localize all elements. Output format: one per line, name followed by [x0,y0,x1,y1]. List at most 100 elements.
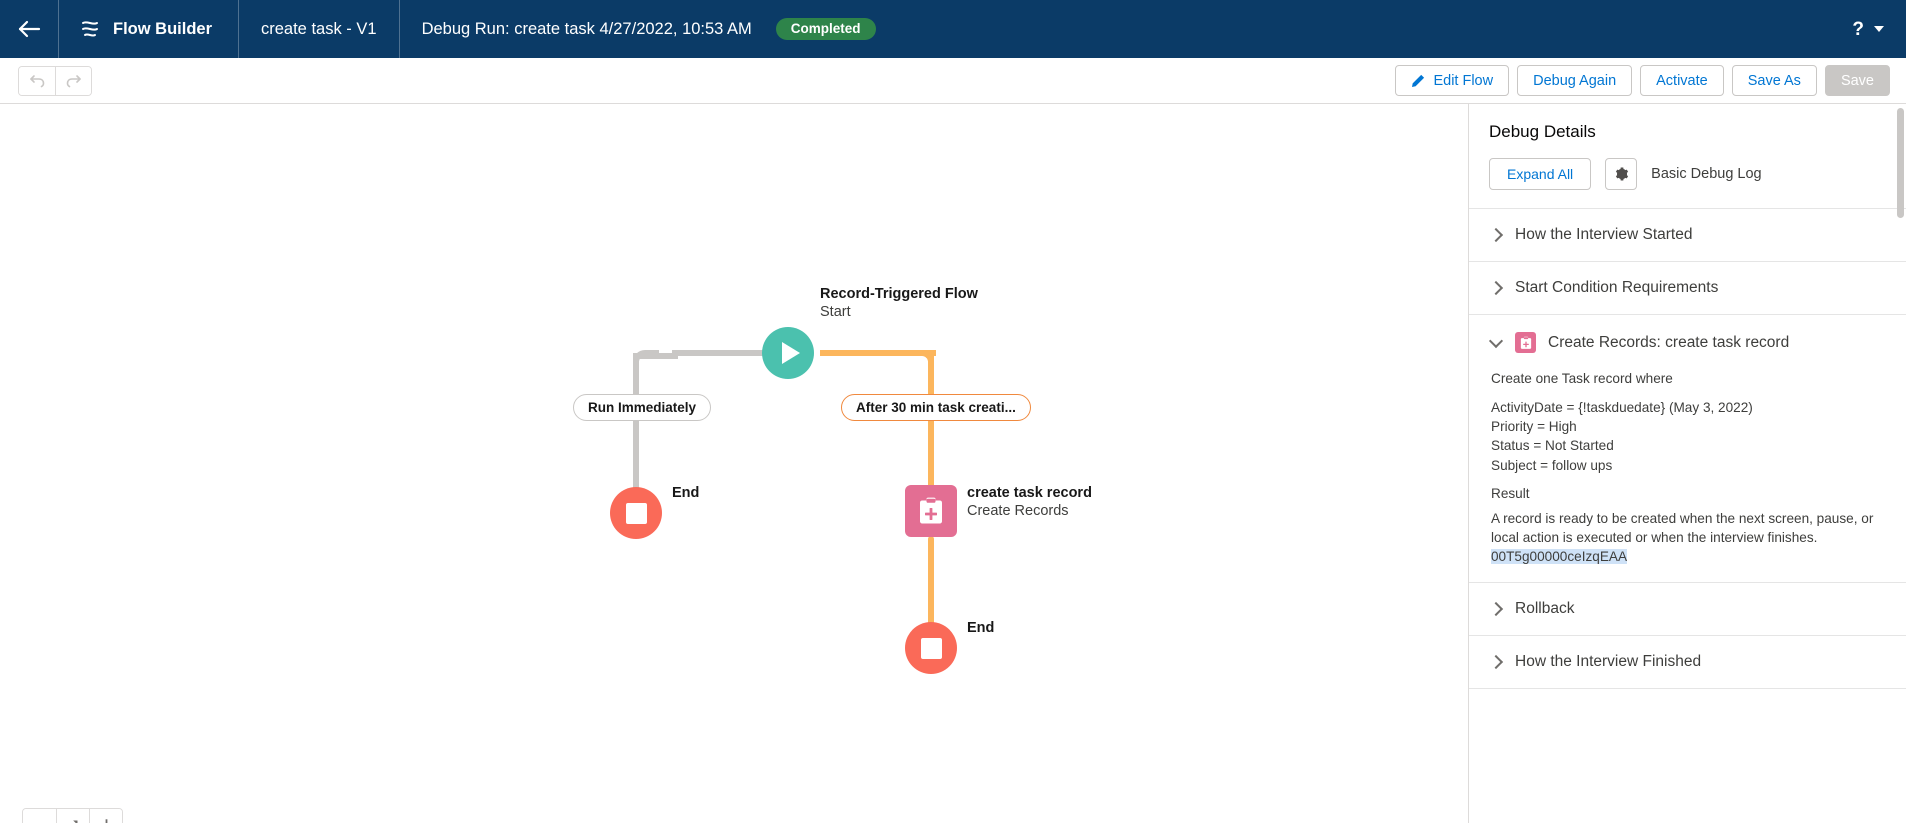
redo-icon [66,75,81,88]
edit-flow-label: Edit Flow [1433,72,1494,89]
chevron-right-icon [1491,282,1503,294]
status-badge: Completed [775,17,876,41]
zoom-controls [22,808,123,823]
debug-again-button[interactable]: Debug Again [1517,65,1633,96]
stop-icon [625,502,647,524]
create-records-node[interactable] [905,485,957,537]
debug-panel-toolbar: Expand All Basic Debug Log [1469,158,1906,209]
end-label: End [967,620,995,636]
arrow-left-icon [18,20,41,38]
accordion-header[interactable]: How the Interview Finished [1469,636,1906,688]
accordion-how-interview-started: How the Interview Started [1469,209,1906,262]
end-node-right-label: End [967,620,994,637]
accordion-label: Create Records: create task record [1548,333,1790,351]
activate-button[interactable]: Activate [1640,65,1724,96]
accordion-label: Rollback [1515,599,1575,617]
field-activity-date: ActivityDate = {!taskduedate} (May 3, 20… [1491,399,1753,415]
save-button: Save [1824,65,1890,96]
fit-to-view-icon [72,820,77,823]
flow-builder-icon [82,21,98,37]
app-header: Flow Builder create task - V1 Debug Run:… [0,0,1906,58]
create-records-subtitle: Create Records [967,502,1069,519]
fit-to-view-button[interactable] [56,809,89,823]
connector-left-vertical [633,353,639,513]
create-records-icon [1515,332,1536,353]
connector-right-vertical-top [928,356,934,496]
connector-left-horizontal [672,350,784,356]
end-label: End [672,485,700,501]
flow-builder-home-link[interactable]: Flow Builder [59,0,238,58]
start-node-subtitle: Start [820,303,851,320]
accordion-header[interactable]: Start Condition Requirements [1469,262,1906,314]
undo-icon [29,75,44,88]
play-icon [782,342,800,364]
debug-details-title: Debug Details [1489,122,1596,141]
chevron-down-icon [1491,337,1503,349]
flow-canvas[interactable]: Record-Triggered Flow Start Run Immediat… [0,104,1468,823]
expand-all-button[interactable]: Expand All [1489,158,1592,190]
create-records-intro: Create one Task record where [1491,371,1673,386]
header-spacer [898,0,1853,58]
canvas-panel-divider [1468,104,1469,823]
zoom-out-icon [32,817,47,823]
accordion-header[interactable]: Rollback [1469,583,1906,635]
toolbar-actions: Edit Flow Debug Again Activate Save As S… [1395,65,1906,96]
field-status: Status = Not Started [1491,438,1614,454]
brand-label: Flow Builder [113,19,212,38]
edit-flow-button[interactable]: Edit Flow [1395,65,1510,96]
field-priority: Priority = High [1491,419,1577,435]
panel-scrollbar-thumb[interactable] [1897,108,1904,218]
zoom-out-button[interactable] [23,809,56,823]
start-node[interactable] [762,327,814,379]
create-records-title: create task record [967,485,1092,501]
accordion-header[interactable]: Create Records: create task record [1469,315,1906,370]
undo-redo-group [18,65,92,96]
debug-log-type-label: Basic Debug Log [1651,166,1762,182]
connector-left-corner [633,350,659,376]
chevron-right-icon [1491,656,1503,668]
branch-label-run-immediately[interactable]: Run Immediately [573,394,712,421]
debug-run-info: Debug Run: create task 4/27/2022, 10:53 … [400,0,898,58]
undo-button[interactable] [19,66,55,95]
gear-icon [1616,167,1629,181]
zoom-in-button[interactable] [89,809,122,823]
debug-run-label: Debug Run: create task 4/27/2022, 10:53 … [421,19,752,38]
start-node-title: Record-Triggered Flow [820,286,978,302]
field-subject: Subject = follow ups [1491,457,1613,473]
chevron-right-icon [1491,229,1503,241]
header-divider [58,0,59,58]
chevron-right-icon [1491,603,1503,615]
connector-right-corner [908,350,934,376]
create-records-node-label: create task record Create Records [967,485,1092,521]
header-divider [238,0,239,58]
start-node-label: Record-Triggered Flow Start [820,286,978,322]
accordion-header[interactable]: How the Interview Started [1469,209,1906,261]
create-records-icon [920,497,942,524]
zoom-in-icon [105,819,107,823]
accordion-how-interview-finished: How the Interview Finished [1469,636,1906,689]
branch-label-scheduled-path[interactable]: After 30 min task creati... [841,394,1031,421]
accordion-label: Start Condition Requirements [1515,279,1719,296]
accordion-label: How the Interview Started [1515,226,1693,243]
end-node-right[interactable] [905,622,957,674]
end-node-left-label: End [672,485,699,502]
pencil-icon [1412,74,1425,87]
accordion-label: How the Interview Finished [1515,652,1702,670]
debug-details-panel: Debug Details Expand All Basic Debug Log… [1469,104,1906,823]
created-record-id[interactable]: 00T5g00000ceIzqEAA [1491,548,1628,564]
debug-settings-button[interactable] [1605,158,1638,190]
result-label: Result [1491,485,1530,501]
connector-right-vertical-bottom [928,536,934,636]
back-button[interactable] [0,0,58,58]
redo-button[interactable] [55,66,91,95]
end-node-left[interactable] [610,487,662,539]
chevron-down-icon[interactable] [1874,26,1884,32]
accordion-rollback: Rollback [1469,583,1906,636]
accordion-start-condition-requirements: Start Condition Requirements [1469,262,1906,315]
panel-scrollbar[interactable] [1896,104,1905,823]
flow-name-label[interactable]: create task - V1 [261,19,377,38]
connector-right-horizontal [820,350,936,356]
header-actions: ? [1852,0,1906,58]
help-icon[interactable]: ? [1852,18,1864,40]
save-as-button[interactable]: Save As [1731,65,1817,96]
